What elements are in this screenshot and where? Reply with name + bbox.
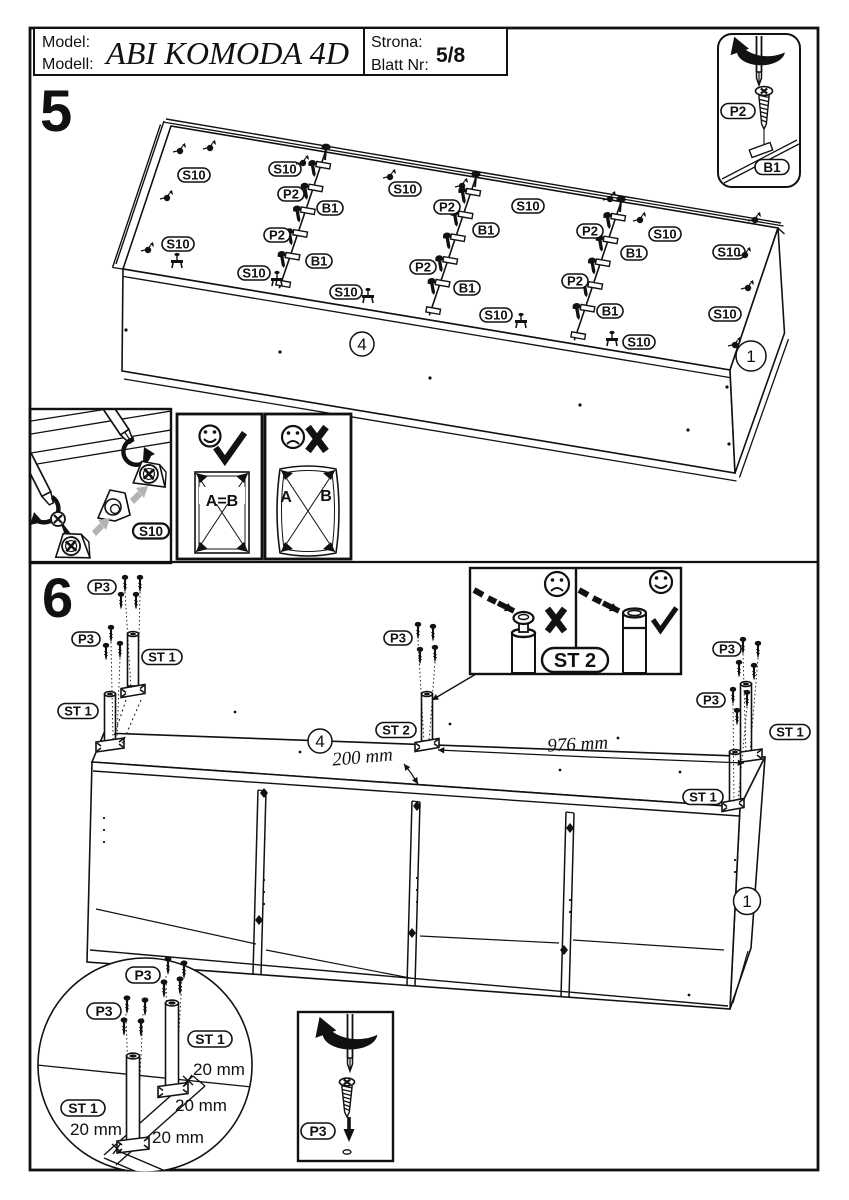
svg-text:S10: S10 <box>139 524 163 539</box>
svg-text:ST 1: ST 1 <box>195 1031 225 1047</box>
svg-text:B1: B1 <box>478 223 495 238</box>
svg-text:P3: P3 <box>703 693 719 708</box>
svg-text:4: 4 <box>315 732 324 751</box>
svg-text:ST 1: ST 1 <box>64 704 91 719</box>
svg-text:Strona:: Strona: <box>371 34 423 51</box>
svg-text:6: 6 <box>42 566 73 629</box>
svg-text:P3: P3 <box>95 1003 112 1019</box>
svg-text:B1: B1 <box>311 254 328 269</box>
svg-text:1: 1 <box>742 892 751 911</box>
svg-text:4: 4 <box>357 335 366 354</box>
svg-text:P3: P3 <box>78 632 94 647</box>
svg-text:S10: S10 <box>713 307 736 322</box>
svg-text:ST 1: ST 1 <box>776 725 803 740</box>
svg-text:ST 1: ST 1 <box>68 1100 98 1116</box>
svg-text:A: A <box>280 489 292 506</box>
svg-text:A=B: A=B <box>206 493 238 510</box>
svg-text:Modell:: Modell: <box>42 56 94 73</box>
svg-text:S10: S10 <box>166 237 189 252</box>
svg-text:P3: P3 <box>390 631 406 646</box>
svg-text:P2: P2 <box>730 104 747 119</box>
svg-text:5: 5 <box>40 79 72 144</box>
svg-text:S10: S10 <box>653 227 676 242</box>
svg-text:ABI KOMODA 4D: ABI KOMODA 4D <box>104 35 349 71</box>
svg-text:P2: P2 <box>283 187 299 202</box>
svg-text:P2: P2 <box>415 260 431 275</box>
svg-text:B1: B1 <box>626 246 643 261</box>
svg-text:S10: S10 <box>273 162 296 177</box>
svg-text:ST 2: ST 2 <box>382 723 409 738</box>
svg-text:B1: B1 <box>763 160 781 175</box>
svg-text:S10: S10 <box>182 168 205 183</box>
svg-text:P2: P2 <box>582 224 598 239</box>
svg-text:S10: S10 <box>242 266 265 281</box>
svg-text:S10: S10 <box>516 199 539 214</box>
svg-text:B1: B1 <box>602 304 619 319</box>
svg-text:976 mm: 976 mm <box>547 732 609 756</box>
svg-text:5/8: 5/8 <box>436 44 466 67</box>
svg-text:Model:: Model: <box>42 34 90 51</box>
svg-text:S10: S10 <box>393 182 416 197</box>
svg-text:20 mm: 20 mm <box>175 1096 227 1115</box>
svg-text:S10: S10 <box>717 245 740 260</box>
svg-text:ST 2: ST 2 <box>554 650 596 672</box>
svg-text:P3: P3 <box>134 967 151 983</box>
svg-text:B1: B1 <box>322 201 339 216</box>
svg-text:20 mm: 20 mm <box>70 1120 122 1139</box>
svg-text:Blatt Nr:: Blatt Nr: <box>371 57 429 74</box>
svg-text:P3: P3 <box>309 1123 326 1139</box>
svg-text:1: 1 <box>746 347 755 366</box>
svg-text:P2: P2 <box>567 274 583 289</box>
svg-text:20 mm: 20 mm <box>152 1128 204 1147</box>
svg-text:P2: P2 <box>269 228 285 243</box>
svg-text:P3: P3 <box>719 642 735 657</box>
svg-text:S10: S10 <box>334 285 357 300</box>
svg-text:B: B <box>320 488 332 505</box>
svg-text:B1: B1 <box>459 281 476 296</box>
svg-text:20 mm: 20 mm <box>193 1060 245 1079</box>
svg-text:ST 1: ST 1 <box>148 650 175 665</box>
svg-text:ST 1: ST 1 <box>689 790 716 805</box>
svg-text:P2: P2 <box>439 200 455 215</box>
svg-text:S10: S10 <box>484 308 507 323</box>
svg-text:S10: S10 <box>627 335 650 350</box>
svg-text:P3: P3 <box>94 580 110 595</box>
